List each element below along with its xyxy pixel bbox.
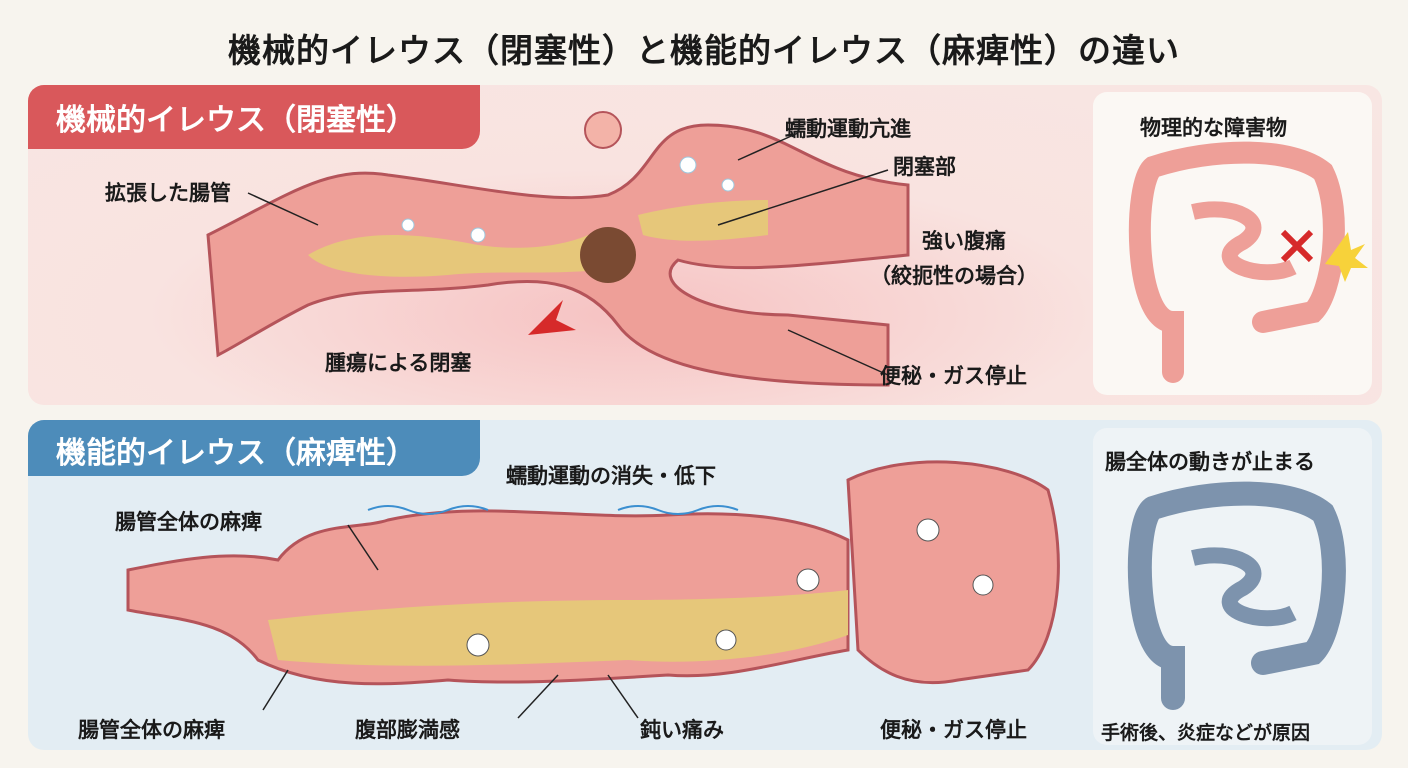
- whole-bowel-stops-card: 腸全体の動きが止まる 手術後、炎症などが原因: [1093, 428, 1372, 745]
- card-title: 腸全体の動きが止まる: [1105, 450, 1315, 474]
- obstructed-intestine-illustration: [206, 111, 910, 387]
- physical-obstacle-card: 物理的な障害物: [1093, 92, 1372, 395]
- tumor-mass: [580, 227, 636, 283]
- mechanical-heading: 機械的イレウス（閉塞性）: [28, 85, 480, 149]
- burst-icon: [1325, 232, 1368, 282]
- intestinal-content: [268, 590, 848, 666]
- paralyzed-colon-illustration: [1127, 481, 1346, 710]
- x-circle-icon: [972, 574, 994, 596]
- x-circle-icon: [715, 629, 737, 651]
- page-title: 機械的イレウス（閉塞性）と機能的イレウス（麻痺性）の違い: [228, 31, 1180, 70]
- red-arrow-icon: [528, 300, 576, 335]
- label-severe-pain: 強い腹痛: [922, 229, 1006, 253]
- label-hyperperistalsis: 蠕動運動亢進: [785, 117, 911, 141]
- card-caption: 手術後、炎症などが原因: [1101, 722, 1311, 744]
- x-mark-icon: [1280, 229, 1314, 263]
- label-peristalsis-loss: 蠕動運動の消失・低下: [506, 464, 716, 488]
- intestinal-content: [638, 200, 768, 241]
- label-obstruction-site: 閉塞部: [893, 155, 956, 179]
- clock-icon: [916, 518, 940, 542]
- label-constipation: 便秘・ガス停止: [880, 364, 1027, 388]
- functional-heading: 機能的イレウス（麻痺性）: [28, 420, 480, 476]
- label-paralysis-bottom: 腸管全体の麻痺: [78, 718, 225, 742]
- clock-icon: [466, 633, 490, 657]
- label-dull-pain: 鈍い痛み: [640, 718, 724, 742]
- label-constipation: 便秘・ガス停止: [880, 718, 1027, 742]
- functional-ileus-panel: 機能的イレウス（麻痺性） 蠕動運動の消失・低下 腸管全体の麻痺 腸管全体の麻痺 …: [28, 420, 1382, 750]
- label-strangulation: （絞扼性の場合）: [870, 264, 1038, 288]
- label-paralysis-top: 腸管全体の麻痺: [115, 510, 262, 534]
- paralyzed-intestine-illustration: [126, 460, 1060, 719]
- card-title: 物理的な障害物: [1140, 116, 1287, 140]
- label-abdominal-distension: 腹部膨満感: [355, 718, 460, 742]
- colon-with-blockage-illustration: [1128, 141, 1368, 383]
- label-tumor-obstruction: 腫瘍による閉塞: [325, 351, 472, 375]
- wave-lines: [367, 505, 739, 515]
- intestinal-content: [308, 235, 598, 277]
- pain-face-icon: [584, 111, 622, 149]
- clock-icon: [796, 568, 820, 592]
- label-dilated-bowel: 拡張した腸管: [105, 181, 231, 205]
- mechanical-ileus-panel: 機械的イレウス（閉塞性） 拡張した腸管 蠕動運動亢進 閉塞部 強い腹痛 （絞扼性…: [28, 85, 1382, 405]
- colon-shape: [846, 460, 1060, 685]
